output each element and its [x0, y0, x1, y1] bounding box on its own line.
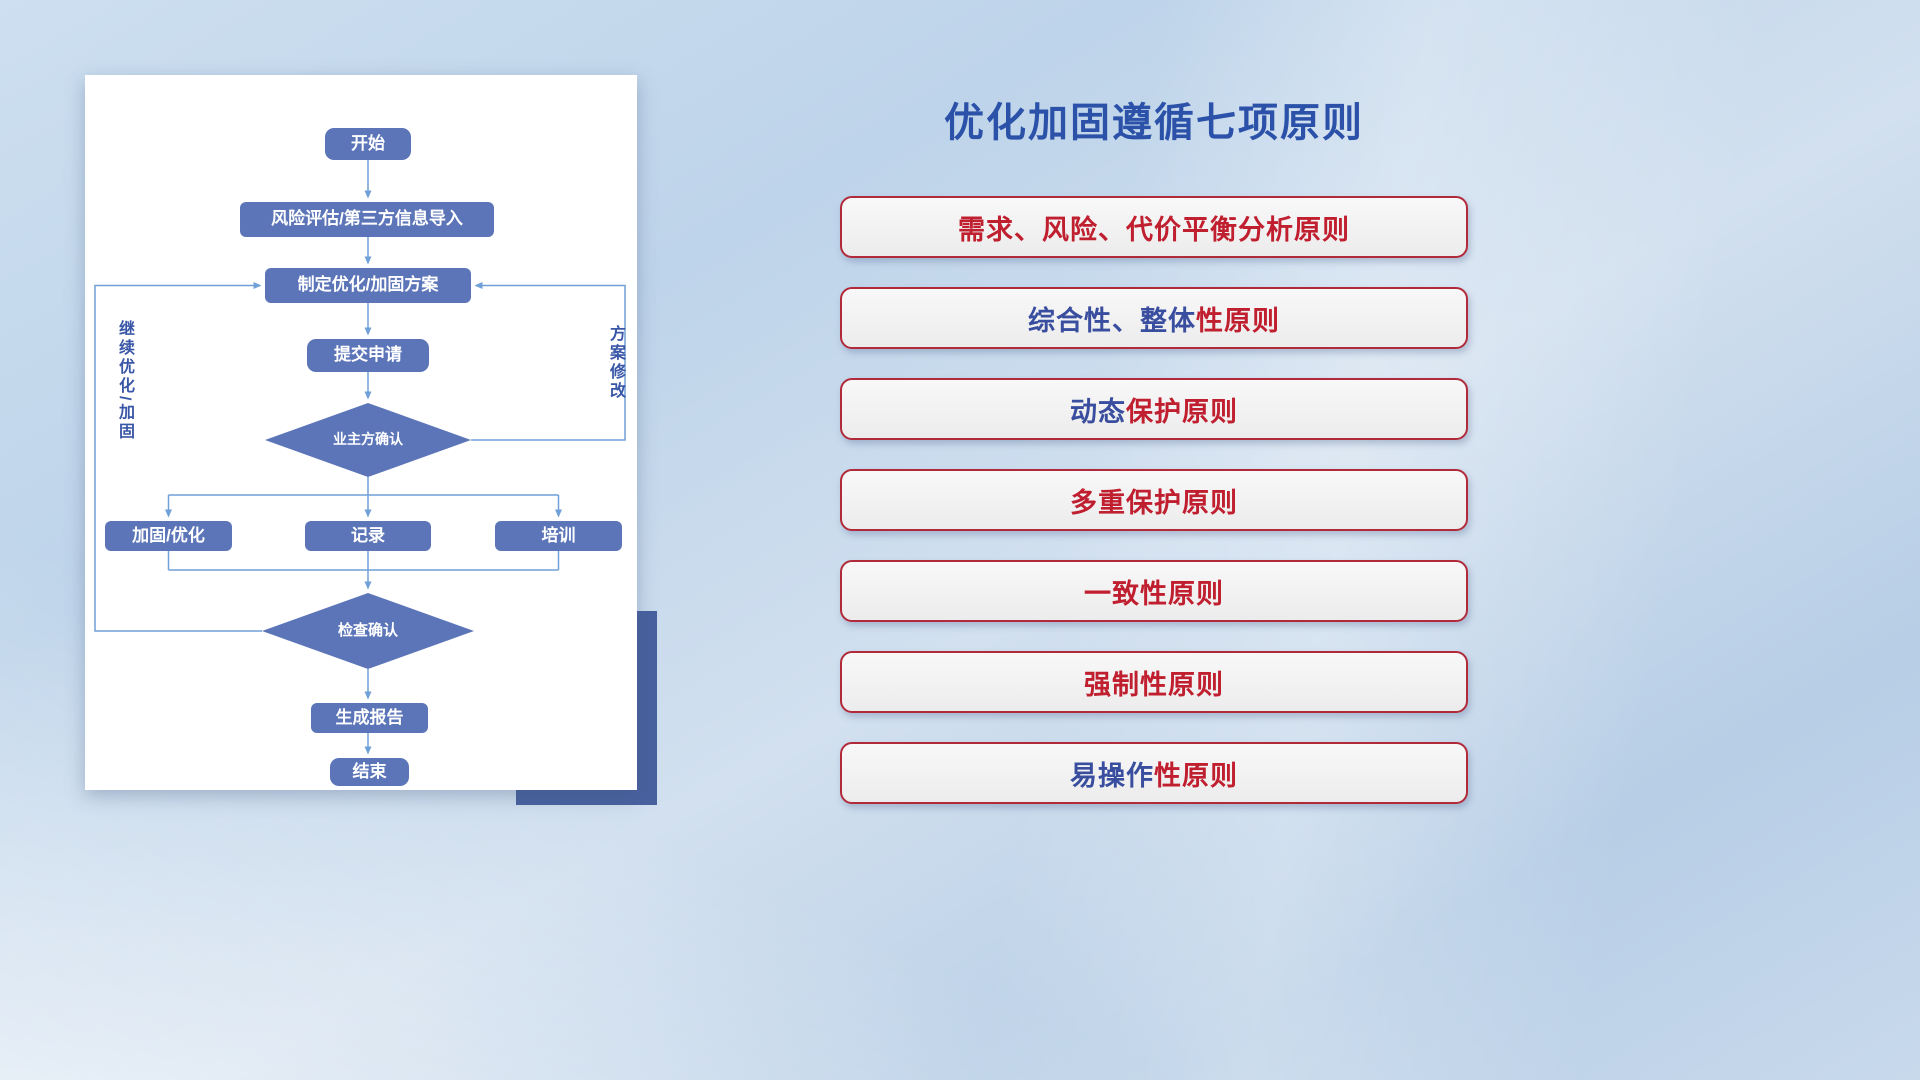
principle-box-3: 动态保护原则 — [840, 378, 1468, 440]
principle-text-red: 性原则 — [1154, 760, 1238, 791]
principle-text-blue: 易操作 — [1070, 760, 1154, 791]
principles-list: 需求、风险、代价平衡分析原则 综合性、整体性原则 动态保护原则 多重保护原则 一… — [840, 196, 1468, 804]
flow-node-reinforce: 加固/优化 — [105, 521, 232, 551]
flow-node-check-confirm: 检查确认 — [262, 593, 474, 669]
flow-node-owner-confirm: 业主方确认 — [265, 403, 471, 477]
principle-text-red: 性原则 — [1196, 305, 1280, 336]
principle-text-blue: 综合性、整体 — [1028, 305, 1196, 336]
loop-label-plan-modify: 方案修改 — [607, 325, 624, 401]
loop-label-continue-optimize: 继续优化/加固 — [116, 320, 133, 442]
flow-node-start: 开始 — [325, 128, 411, 160]
principle-text-red: 多重保护原则 — [1070, 487, 1238, 518]
principle-text-red: 保护原则 — [1126, 396, 1238, 427]
flowchart-panel: 开始 风险评估/第三方信息导入 制定优化/加固方案 提交申请 业主方确认 加固/… — [85, 75, 637, 790]
principle-box-4: 多重保护原则 — [840, 469, 1468, 531]
principle-box-6: 强制性原则 — [840, 651, 1468, 713]
page-title: 优化加固遵循七项原则 — [944, 101, 1364, 145]
flow-node-report: 生成报告 — [311, 703, 428, 733]
principle-box-5: 一致性原则 — [840, 560, 1468, 622]
principle-text-red: 强制性原则 — [1084, 669, 1224, 700]
flow-node-training: 培训 — [495, 521, 622, 551]
principle-text-red: 一致性原则 — [1084, 578, 1224, 609]
flow-node-submit: 提交申请 — [307, 339, 429, 372]
flow-node-make-plan: 制定优化/加固方案 — [265, 268, 471, 303]
flow-node-record: 记录 — [305, 521, 431, 551]
principle-box-7: 易操作性原则 — [840, 742, 1468, 804]
principle-text-red: 需求、风险、代价平衡分析原则 — [958, 214, 1350, 245]
principle-box-1: 需求、风险、代价平衡分析原则 — [840, 196, 1468, 258]
flow-node-end: 结束 — [330, 758, 409, 786]
flow-node-risk-import: 风险评估/第三方信息导入 — [240, 202, 494, 237]
principle-text-blue: 动态 — [1070, 396, 1126, 427]
principle-box-2: 综合性、整体性原则 — [840, 287, 1468, 349]
